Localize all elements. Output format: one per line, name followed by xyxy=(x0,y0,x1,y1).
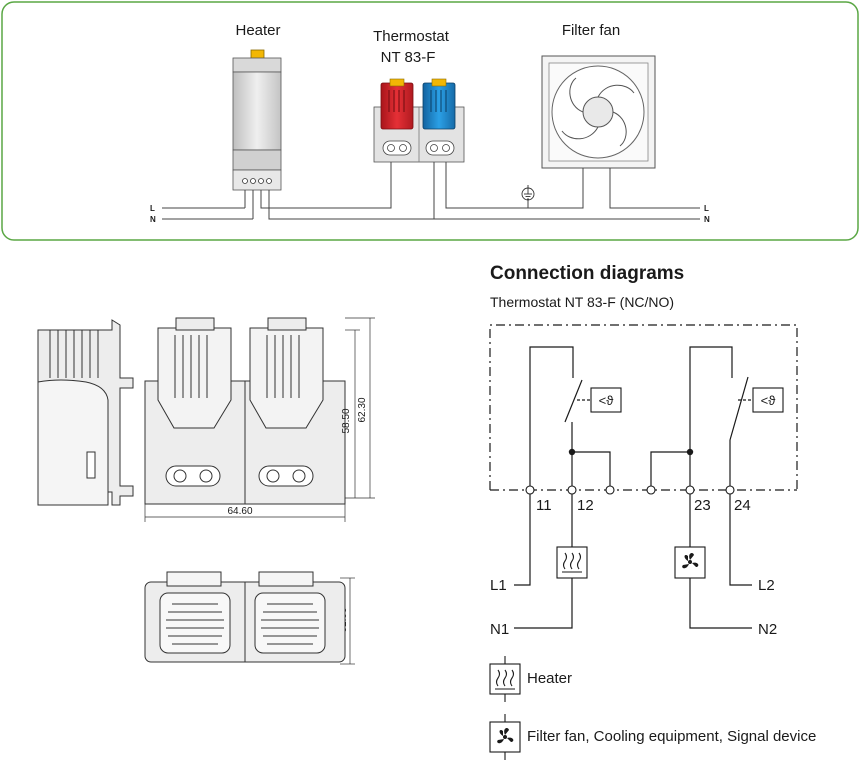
side-view-drawing xyxy=(37,319,134,506)
legend-heater-label: Heater xyxy=(527,670,572,687)
label-n1: N1 xyxy=(490,621,509,638)
fan-icon xyxy=(674,546,706,579)
n-label-right: N xyxy=(704,215,710,224)
wiring-frame xyxy=(1,1,859,241)
schematic xyxy=(489,324,798,629)
thermostat-title-line2: NT 83-F xyxy=(381,49,436,66)
dim-58-50: 58.50 xyxy=(341,408,352,433)
dimension-lines xyxy=(144,317,375,665)
wiring-lines xyxy=(162,162,700,220)
terminal-11: 11 xyxy=(536,497,552,514)
top-view-drawing xyxy=(144,571,346,663)
label-l2: L2 xyxy=(758,577,775,594)
heater-device xyxy=(232,49,282,191)
dim-62-30: 62.30 xyxy=(357,397,368,422)
theta-symbol-left: <ϑ xyxy=(599,393,615,408)
legend-fan-label: Filter fan, Cooling equipment, Signal de… xyxy=(527,728,816,745)
legend-heater: Heater xyxy=(489,656,572,702)
terminals xyxy=(525,485,735,495)
heater-title: Heater xyxy=(235,22,280,39)
thermostat-device xyxy=(373,78,465,163)
terminal-24: 24 xyxy=(734,497,751,514)
wiring-panel: Heater Thermostat NT 83-F Filter fan xyxy=(1,1,859,241)
legend-fan: Filter fan, Cooling equipment, Signal de… xyxy=(489,714,816,760)
connection-title: Connection diagrams xyxy=(490,263,684,284)
terminal-12: 12 xyxy=(577,497,594,514)
temperature-symbol-right: <ϑ xyxy=(752,387,784,413)
label-l1: L1 xyxy=(490,577,507,594)
l-label-left: L xyxy=(150,204,155,213)
connection-subtitle: Thermostat NT 83-F (NC/NO) xyxy=(490,294,674,310)
temperature-symbol-left: <ϑ xyxy=(590,387,622,413)
terminal-23: 23 xyxy=(694,497,711,514)
ground-icon xyxy=(521,187,535,201)
l-label-right: L xyxy=(704,204,709,213)
heater-icon xyxy=(556,546,588,579)
dim-64-60: 64.60 xyxy=(227,506,252,517)
n-label-left: N xyxy=(150,215,156,224)
fan-title: Filter fan xyxy=(562,22,620,39)
junction-dots xyxy=(568,448,694,456)
thermostat-title-line1: Thermostat xyxy=(373,28,450,45)
label-n2: N2 xyxy=(758,621,777,638)
front-view-drawing xyxy=(144,317,346,505)
enclosure-dashed xyxy=(489,324,798,490)
theta-symbol-right: <ϑ xyxy=(761,393,777,408)
filter-fan-device xyxy=(541,55,656,169)
